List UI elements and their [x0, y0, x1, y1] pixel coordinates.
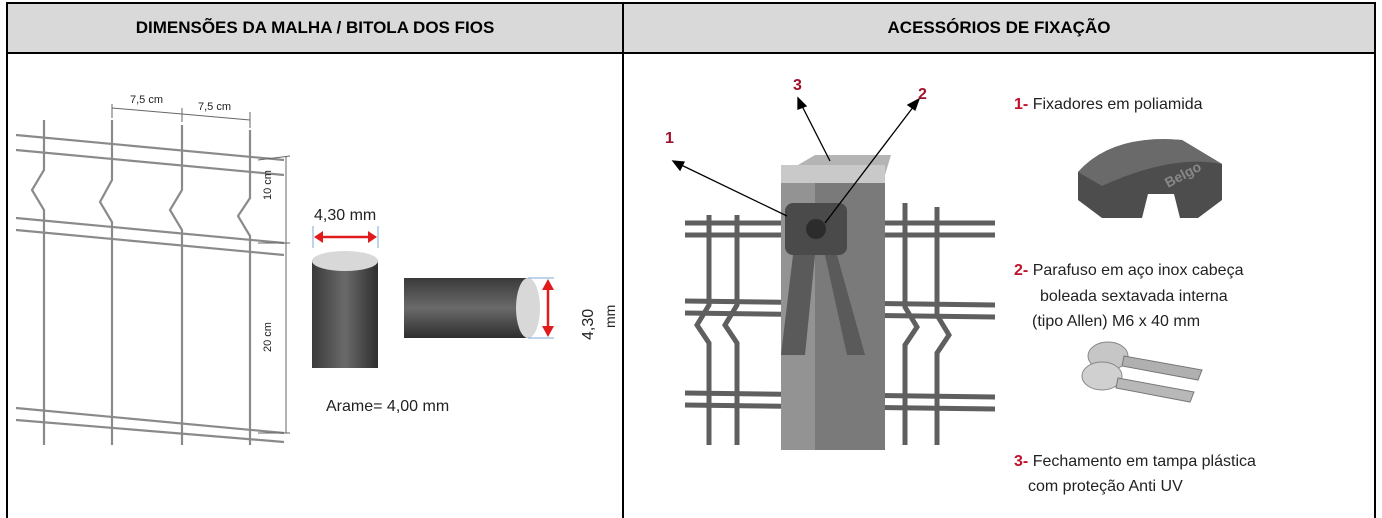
- mesh-height-label-2: 20 cm: [262, 322, 274, 352]
- callout-2: 2: [918, 86, 927, 103]
- table-left-border: [6, 52, 8, 518]
- wire-height-value: 4,30: [580, 308, 597, 340]
- accessory-3-number: 3-: [1014, 453, 1029, 470]
- wire-vertical-cylinder: [312, 251, 378, 368]
- header-left-label: DIMENSÕES DA MALHA / BITOLA DOS FIOS: [135, 18, 495, 37]
- accessory-1: 1- Fixadores em poliamida: [1014, 96, 1203, 114]
- table-right-border: [1374, 52, 1376, 518]
- mesh-spacing-label-1: 7,5 cm: [130, 94, 164, 106]
- header-right-label: ACESSÓRIOS DE FIXAÇÃO: [887, 18, 1111, 37]
- callout-3: 3: [793, 77, 802, 94]
- accessory-2-line-2: boleada sextavada interna: [1040, 288, 1228, 305]
- accessory-2-line-1: Parafuso em aço inox cabeça: [1032, 262, 1244, 279]
- mesh-spacing-label-2: 7,5 cm: [198, 101, 232, 113]
- accessory-2-line-3: (tipo Allen) M6 x 40 mm: [1032, 313, 1201, 330]
- polyamide-clip-image: Belgo: [1078, 139, 1222, 218]
- wire-diameter-label: Arame= 4,00 mm: [326, 398, 450, 415]
- accessory-2-first-line: 2- Parafuso em aço inox cabeça: [1014, 262, 1243, 280]
- accessory-3-line-2: com proteção Anti UV: [1028, 478, 1183, 495]
- header-mesh-dimensions: DIMENSÕES DA MALHA / BITOLA DOS FIOS: [6, 2, 624, 54]
- accessory-2-number: 2-: [1014, 262, 1029, 279]
- header-fixing-accessories: ACESSÓRIOS DE FIXAÇÃO: [622, 2, 1376, 54]
- table-middle-divider: [622, 52, 624, 518]
- accessory-3-first-line: 3- Fechamento em tampa plástica: [1014, 453, 1256, 471]
- wire-width-arrow: [312, 226, 379, 248]
- callout-1: 1: [665, 130, 674, 147]
- accessory-1-number: 1-: [1014, 96, 1029, 113]
- mesh-height-label-1: 10 cm: [262, 170, 274, 200]
- spec-table: DIMENSÕES DA MALHA / BITOLA DOS FIOS ACE…: [6, 0, 1376, 518]
- wire-horizontal-cylinder: [404, 277, 554, 339]
- wire-height-unit: mm: [602, 304, 618, 328]
- wire-height-arrow: [542, 279, 554, 337]
- post-assembly-illustration: [671, 96, 996, 450]
- accessory-1-line-1: Fixadores em poliamida: [1032, 96, 1203, 113]
- screws-image: [1072, 330, 1212, 406]
- mesh-panel-drawing: [15, 104, 291, 445]
- accessory-3-line-1: Fechamento em tampa plástica: [1032, 453, 1256, 470]
- wire-width-label: 4,30 mm: [314, 207, 377, 224]
